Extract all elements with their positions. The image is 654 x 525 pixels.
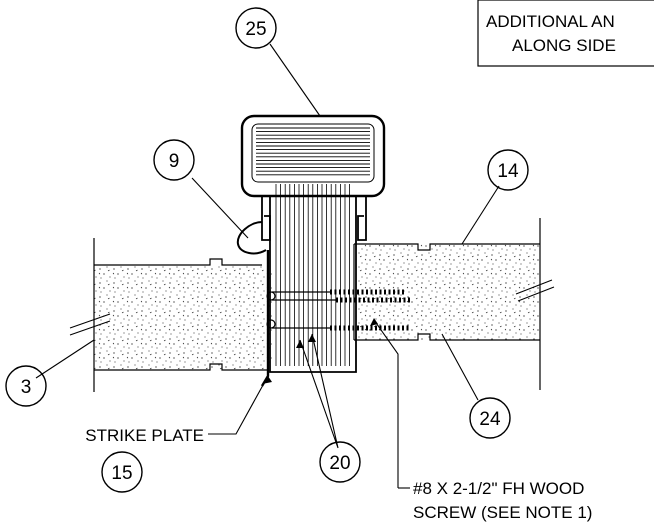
- callout-24: 24: [469, 397, 511, 439]
- arrowheads: [262, 318, 378, 384]
- callout-14: 14: [487, 149, 529, 191]
- callout-20-number: 20: [329, 453, 350, 474]
- callout-20: 20: [319, 441, 361, 483]
- strike-plate-label: STRIKE PLATE: [85, 426, 204, 445]
- note-line-2: ALONG SIDE: [512, 36, 616, 55]
- callout-25: 25: [235, 7, 277, 49]
- jamb-frame: [236, 114, 386, 387]
- screw-label-line-2: SCREW (SEE NOTE 1): [413, 503, 592, 522]
- callout-15: 15: [101, 451, 143, 493]
- leaders: [35, 43, 500, 488]
- note-line-1: ADDITIONAL AN: [486, 12, 615, 31]
- screw-label-line-1: #8 X 2-1/2" FH WOOD: [413, 479, 584, 498]
- callout-3: 3: [5, 365, 47, 407]
- callout-14-number: 14: [497, 161, 519, 182]
- screws: [272, 289, 410, 331]
- callout-9-number: 9: [169, 151, 180, 172]
- callout-24-number: 24: [479, 409, 501, 430]
- left-panel: [69, 238, 272, 392]
- callout-25-number: 25: [245, 19, 266, 40]
- note-box: ADDITIONAL AN ALONG SIDE: [477, 0, 654, 67]
- right-panel: [353, 218, 555, 390]
- callout-3-number: 3: [21, 377, 32, 398]
- callout-15-number: 15: [111, 463, 132, 484]
- callout-9: 9: [153, 139, 195, 181]
